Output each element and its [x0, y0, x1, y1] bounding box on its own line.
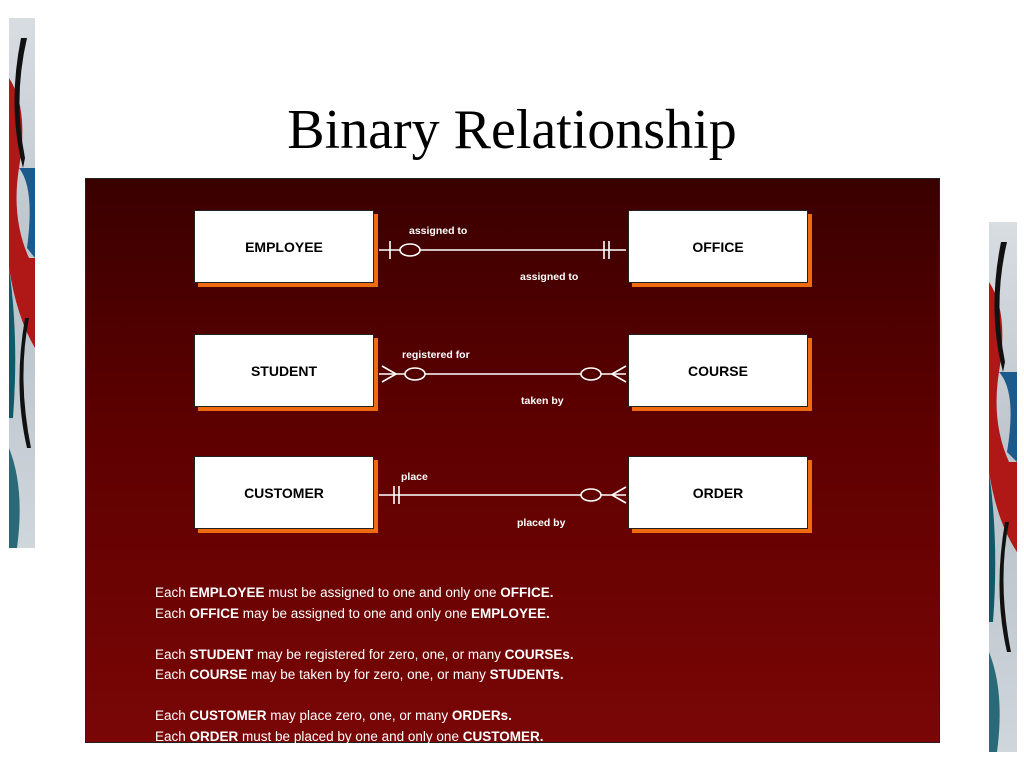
optional-circle-student: [404, 367, 426, 381]
optional-circle-employee: [399, 243, 421, 257]
sentence-4: Each COURSE may be taken by for zero, on…: [155, 667, 564, 682]
sentence-2: Each OFFICE may be assigned to one and o…: [155, 605, 550, 621]
entity-customer: CUSTOMER: [194, 456, 374, 529]
sentence-6: Each ORDER must be placed by one and onl…: [155, 728, 544, 744]
entity-student: STUDENT: [194, 334, 374, 407]
decorative-strip-right: [989, 222, 1017, 752]
crowfoot-student-2: [381, 373, 397, 383]
crowfoot-order-1: [611, 486, 627, 496]
crowfoot-course-2: [611, 373, 627, 383]
decorative-strip-left: [9, 18, 35, 548]
relationship-sentences: Each EMPLOYEE must be assigned to one an…: [155, 583, 574, 747]
crowfoot-student-1: [381, 365, 397, 375]
optional-circle-course: [580, 367, 602, 381]
relationship-label-top-3: place: [401, 471, 428, 483]
entity-order: ORDER: [628, 456, 808, 529]
sentence-3: Each STUDENT may be registered for zero,…: [155, 646, 574, 662]
entity-employee: EMPLOYEE: [194, 210, 374, 283]
sentence-1: Each EMPLOYEE must be assigned to one an…: [155, 585, 554, 600]
slide-title: Binary Relationship: [287, 99, 737, 161]
diagram-panel: EMPLOYEE OFFICE STUDENT COURSE CUSTOMER …: [85, 178, 940, 743]
relationship-lines: [379, 241, 627, 504]
relationship-label-bottom-2: taken by: [521, 395, 564, 407]
relationship-label-top-2: registered for: [402, 349, 470, 361]
crowfoot-course-1: [611, 365, 627, 375]
optional-circle-order: [580, 488, 602, 502]
entity-office: OFFICE: [628, 210, 808, 283]
relationship-label-bottom-3: placed by: [517, 517, 566, 529]
sentence-5: Each CUSTOMER may place zero, one, or ma…: [155, 708, 512, 723]
relationship-label-bottom-1: assigned to: [520, 271, 579, 283]
crowfoot-order-2: [611, 494, 627, 504]
entity-course: COURSE: [628, 334, 808, 407]
relationship-label-top-1: assigned to: [409, 225, 468, 237]
